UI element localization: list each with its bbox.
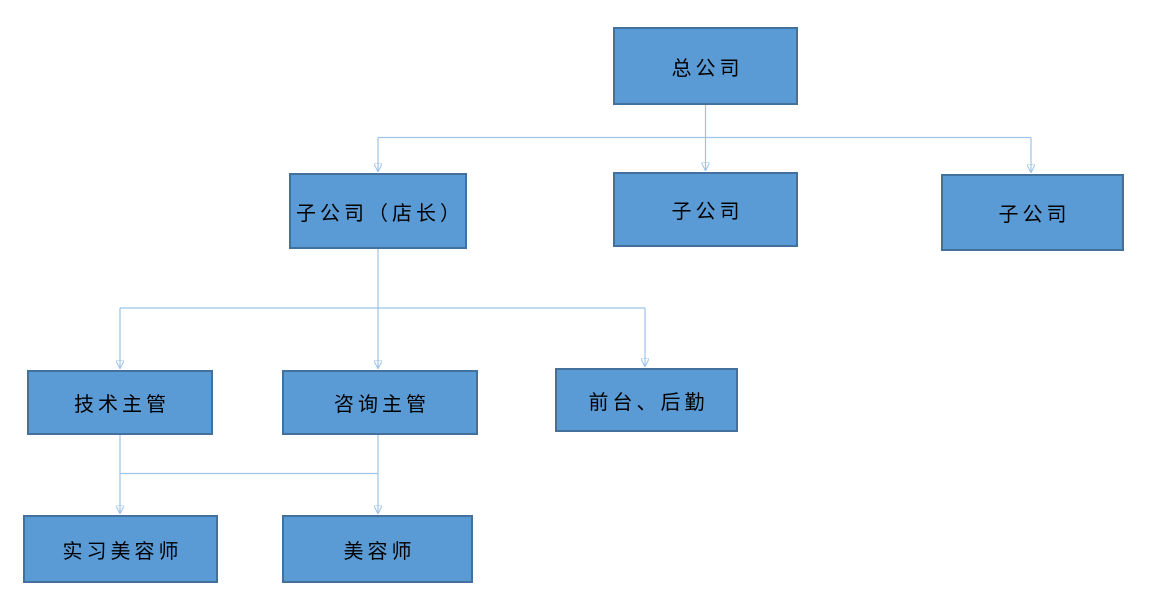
node-beautician: 美容师 xyxy=(282,515,473,583)
node-head-office: 总公司 xyxy=(613,27,798,105)
node-consulting-supervisor: 咨询主管 xyxy=(282,370,478,435)
node-trainee-beautician-label: 实习美容师 xyxy=(62,538,183,563)
node-consulting-supervisor-label: 咨询主管 xyxy=(334,392,430,416)
node-branch-2-label: 子公司 xyxy=(671,199,744,223)
node-tech-supervisor: 技术主管 xyxy=(27,370,213,435)
node-tech-supervisor-label: 技术主管 xyxy=(74,392,170,416)
node-front-desk-logistics-label: 前台、后勤 xyxy=(588,389,709,414)
node-trainee-beautician: 实习美容师 xyxy=(23,515,218,583)
node-beautician-label: 美容师 xyxy=(343,538,416,563)
node-branch-store-manager-label: 子公司（店长） xyxy=(296,200,464,225)
node-branch-3: 子公司 xyxy=(941,174,1124,251)
node-front-desk-logistics: 前台、后勤 xyxy=(555,368,738,432)
node-branch-3-label: 子公司 xyxy=(998,202,1071,226)
node-branch-store-manager: 子公司（店长） xyxy=(289,173,467,249)
node-head-office-label: 总公司 xyxy=(671,55,744,80)
node-branch-2: 子公司 xyxy=(613,172,798,247)
